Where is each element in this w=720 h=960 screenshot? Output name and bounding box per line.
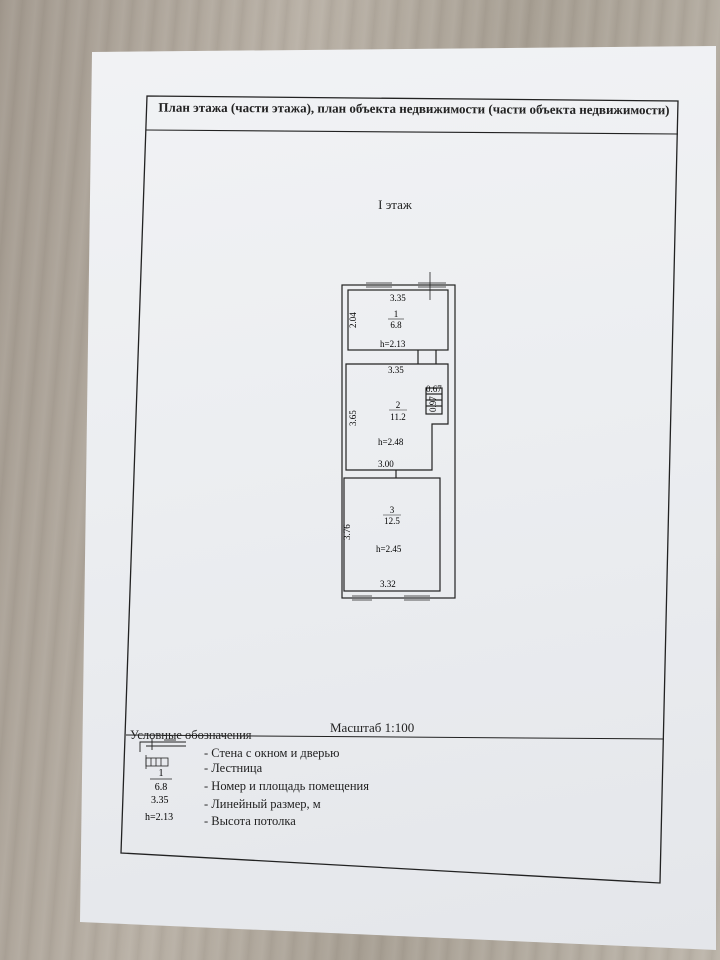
legend-sample-dimension: 3.35 (151, 795, 169, 806)
legend-item-room-number: - Номер и площадь помещения (204, 779, 369, 793)
outer-wall (341, 284, 456, 599)
scale-label: Масштаб 1:100 (330, 720, 415, 735)
room-2-side-dim: 3.65 (348, 410, 358, 426)
room-3-area: 12.5 (384, 516, 400, 526)
room-2-outline (345, 363, 449, 471)
staircase (425, 387, 443, 415)
room-3-bottom-dim: 3.32 (380, 579, 396, 589)
room-3-side-dim: 3.76 (342, 524, 352, 540)
windows-top (366, 272, 446, 300)
legend-item-dimension: - Линейный размер, м (204, 797, 321, 811)
legend-item-ceiling-height: - Высота потолка (204, 814, 296, 828)
room-1-top-dim: 3.35 (390, 293, 406, 303)
legend-sample-number: 1 (159, 768, 164, 779)
room-3-number: 3 (390, 505, 395, 515)
room-3-height: h=2.45 (376, 544, 402, 554)
room-1-outline (347, 289, 449, 351)
room-2-top-dim: 3.35 (388, 365, 404, 375)
stair-length: 0.97 (428, 396, 438, 412)
room-2-number: 2 (396, 400, 401, 410)
legend-sample-height: h=2.13 (145, 812, 173, 823)
room-1-number: 1 (394, 309, 399, 319)
legend-item-wall: - Стена с окном и дверью (204, 746, 340, 760)
room-1-height: h=2.13 (380, 339, 406, 349)
legend-title: Условные обозначения (130, 728, 252, 742)
room-2-height: h=2.48 (378, 437, 404, 447)
floor-label: I этаж (378, 197, 412, 212)
room-3-outline (343, 477, 441, 592)
windows-bottom (352, 595, 430, 601)
staircase-icon (145, 755, 169, 769)
wall-window-door-icon (139, 738, 186, 752)
legend-item-stairs: - Лестница (204, 761, 263, 775)
room-2-area: 11.2 (390, 412, 405, 422)
room-2-bottom-dim: 3.00 (378, 459, 394, 469)
stair-width: 0.67 (426, 384, 442, 394)
legend-sample-area: 6.8 (155, 782, 168, 793)
room-1-area: 6.8 (390, 320, 402, 330)
room-1-side-dim: 2.04 (348, 312, 358, 328)
